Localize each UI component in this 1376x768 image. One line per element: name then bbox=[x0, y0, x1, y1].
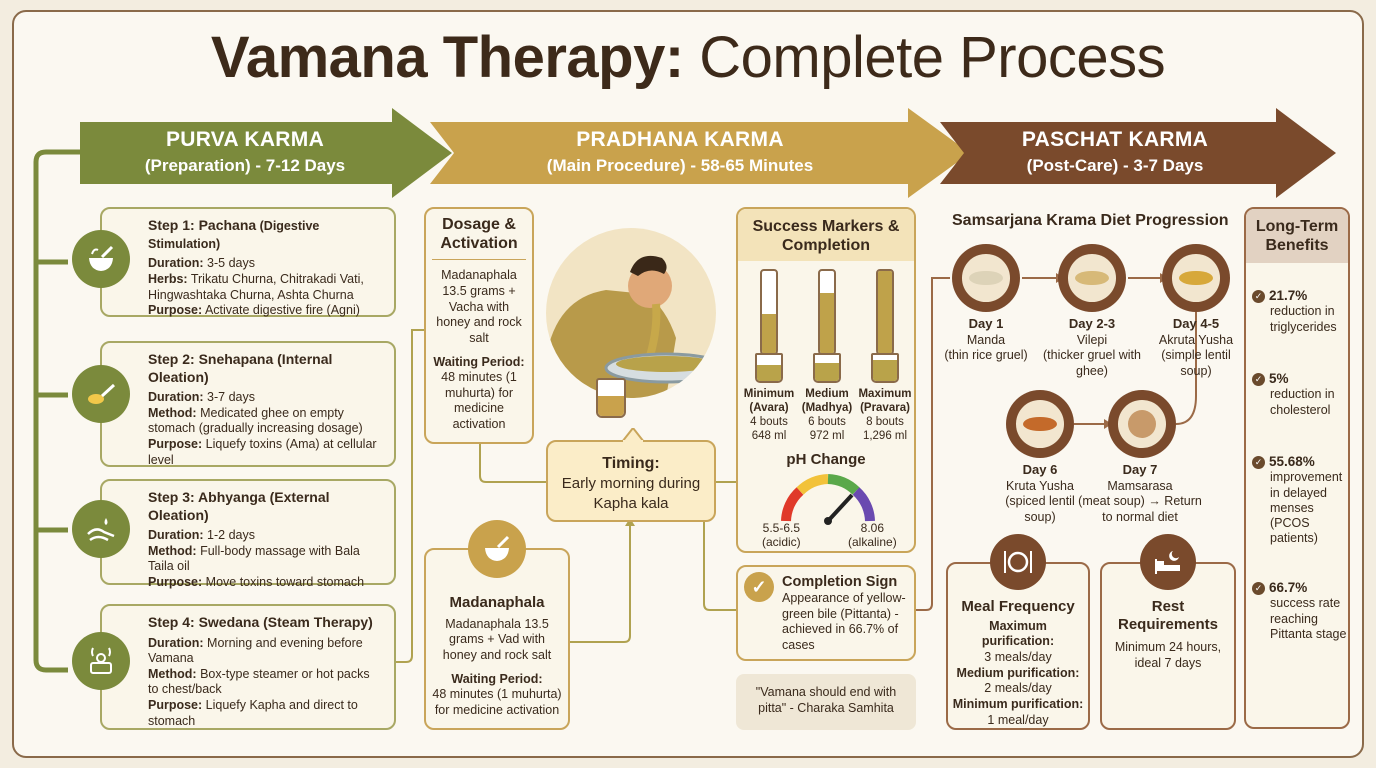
benefits-title: Long-Term Benefits bbox=[1246, 209, 1348, 264]
ph-low: 5.5-6.5(acidic) bbox=[762, 521, 801, 550]
page-title: Vamana Therapy: Complete Process bbox=[210, 25, 1166, 90]
check-icon: ✓ bbox=[1252, 582, 1265, 596]
meal-frequency-card: Meal Frequency Maximum purification:3 me… bbox=[946, 562, 1090, 730]
success-markers-card: Success Markers & Completion Minimum(Ava… bbox=[736, 207, 916, 553]
checkmark-icon: ✓ bbox=[744, 572, 774, 602]
herb-bowl-icon bbox=[468, 520, 526, 578]
phase-pradhana-karma: PRADHANA KARMA (Main Procedure) - 58-65 M… bbox=[430, 108, 970, 198]
timing-box: Timing: Early morning during Kapha kala bbox=[546, 428, 716, 522]
dosage-card: Dosage & Activation Madanaphala 13.5 gra… bbox=[424, 207, 534, 444]
bed-moon-icon bbox=[1140, 534, 1196, 590]
thick-gruel-bowl-icon bbox=[1058, 244, 1126, 312]
dosage-title: Dosage & Activation bbox=[440, 216, 518, 253]
beaker-icon bbox=[813, 353, 841, 383]
volume-tube bbox=[876, 269, 894, 359]
rice-gruel-bowl-icon bbox=[952, 244, 1020, 312]
phase-subtitle: (Preparation) - 7-12 Days bbox=[144, 156, 346, 175]
phase-subtitle: (Main Procedure) - 58-65 Minutes bbox=[546, 156, 814, 175]
phase-name: PURVA KARMA bbox=[165, 128, 325, 151]
phase-name: PASCHAT KARMA bbox=[1021, 128, 1209, 151]
benefit-item: ✓66.7%success rate reaching Pittanta sta… bbox=[1252, 580, 1352, 642]
step-title: Step 4: Swedana (Steam Therapy) bbox=[148, 614, 373, 630]
phase-purva-karma: PURVA KARMA (Preparation) - 7-12 Days bbox=[80, 108, 452, 198]
spiced-soup-bowl-icon bbox=[1006, 390, 1074, 458]
madanaphala-wait-label: Waiting Period: bbox=[451, 671, 543, 686]
patient-vomiting-illustration bbox=[546, 228, 716, 398]
meat-soup-plate-icon bbox=[1108, 390, 1176, 458]
check-icon: ✓ bbox=[1252, 290, 1265, 304]
timing-text: Early morning during Kapha kala bbox=[561, 475, 701, 512]
volume-tube bbox=[760, 269, 778, 359]
madanaphala-wait-text: 48 minutes (1 muhurta) for medicine acti… bbox=[432, 687, 562, 717]
plate-cutlery-icon bbox=[990, 534, 1046, 590]
phase-subtitle: (Post-Care) - 3-7 Days bbox=[1026, 156, 1204, 175]
step-card-snehapana: Step 2: Snehapana (Internal Oleation) Du… bbox=[100, 341, 396, 467]
diet-title: Samsarjana Krama Diet Progression bbox=[952, 212, 1229, 229]
timing-label: Timing: bbox=[602, 455, 660, 472]
check-icon: ✓ bbox=[1252, 456, 1265, 470]
dosage-wait-text: 48 minutes (1 muhurta) for medicine acti… bbox=[441, 370, 517, 431]
meal-title: Meal Frequency bbox=[961, 598, 1075, 615]
dosage-wait-label: Waiting Period: bbox=[433, 354, 525, 369]
phase-paschat-karma: PASCHAT KARMA (Post-Care) - 3-7 Days bbox=[940, 108, 1336, 198]
success-title: Success Markers & Completion bbox=[752, 218, 900, 255]
step-card-abhyanga: Step 3: Abhyanga (External Oleation) Dur… bbox=[100, 479, 396, 589]
madanaphala-text: Madanaphala 13.5 grams + Vad with honey … bbox=[442, 616, 552, 662]
ph-gauge bbox=[781, 474, 875, 525]
phase-arrow-shape bbox=[940, 108, 1336, 198]
step-title: Step 2: Snehapana (Internal Oleation) bbox=[148, 351, 333, 385]
step-card-pachana: Step 1: Pachana (Digestive Stimulation) … bbox=[100, 207, 396, 317]
charaka-quote: "Vamana should end with pitta" - Charaka… bbox=[736, 674, 916, 730]
step-title: Step 1: Pachana (Digestive Stimulation) bbox=[148, 217, 320, 251]
spoon-icon bbox=[72, 365, 130, 423]
phase-name: PRADHANA KARMA bbox=[576, 128, 784, 151]
beaker-icon bbox=[871, 353, 899, 383]
ph-high: 8.06(alkaline) bbox=[848, 521, 897, 550]
glass-icon bbox=[596, 378, 626, 418]
madanaphala-title: Madanaphala bbox=[449, 594, 545, 611]
benefit-item: ✓5%reduction in cholesterol bbox=[1252, 371, 1352, 418]
completion-text: Appearance of yellow-green bile (Pittant… bbox=[782, 591, 906, 652]
check-icon: ✓ bbox=[1252, 373, 1265, 387]
volume-tube bbox=[818, 269, 836, 359]
phase-arrow-shape bbox=[80, 108, 452, 198]
benefit-item: ✓21.7%reduction in triglycerides bbox=[1252, 288, 1352, 335]
step-card-swedana: Step 4: Swedana (Steam Therapy) Duration… bbox=[100, 604, 396, 730]
completion-title: Completion Sign bbox=[782, 574, 898, 590]
lentil-soup-bowl-icon bbox=[1162, 244, 1230, 312]
benefit-item: ✓55.68%improvement in delayed menses (PC… bbox=[1252, 454, 1352, 547]
steam-person-icon bbox=[72, 632, 130, 690]
massage-hands-icon bbox=[72, 500, 130, 558]
mortar-pestle-icon bbox=[72, 230, 130, 288]
timing-pointer bbox=[622, 428, 644, 442]
rest-text: Minimum 24 hours, ideal 7 days bbox=[1114, 640, 1222, 670]
beaker-icon bbox=[755, 353, 783, 383]
madanaphala-card: Madanaphala Madanaphala 13.5 grams + Vad… bbox=[424, 548, 570, 730]
dosage-text: Madanaphala 13.5 grams + Vacha with hone… bbox=[436, 268, 522, 345]
phase-arrow-shape bbox=[430, 108, 970, 198]
rest-title: Rest Requirements bbox=[1117, 598, 1219, 633]
step-title: Step 3: Abhyanga (External Oleation) bbox=[148, 489, 330, 523]
ph-title: pH Change bbox=[786, 451, 866, 468]
